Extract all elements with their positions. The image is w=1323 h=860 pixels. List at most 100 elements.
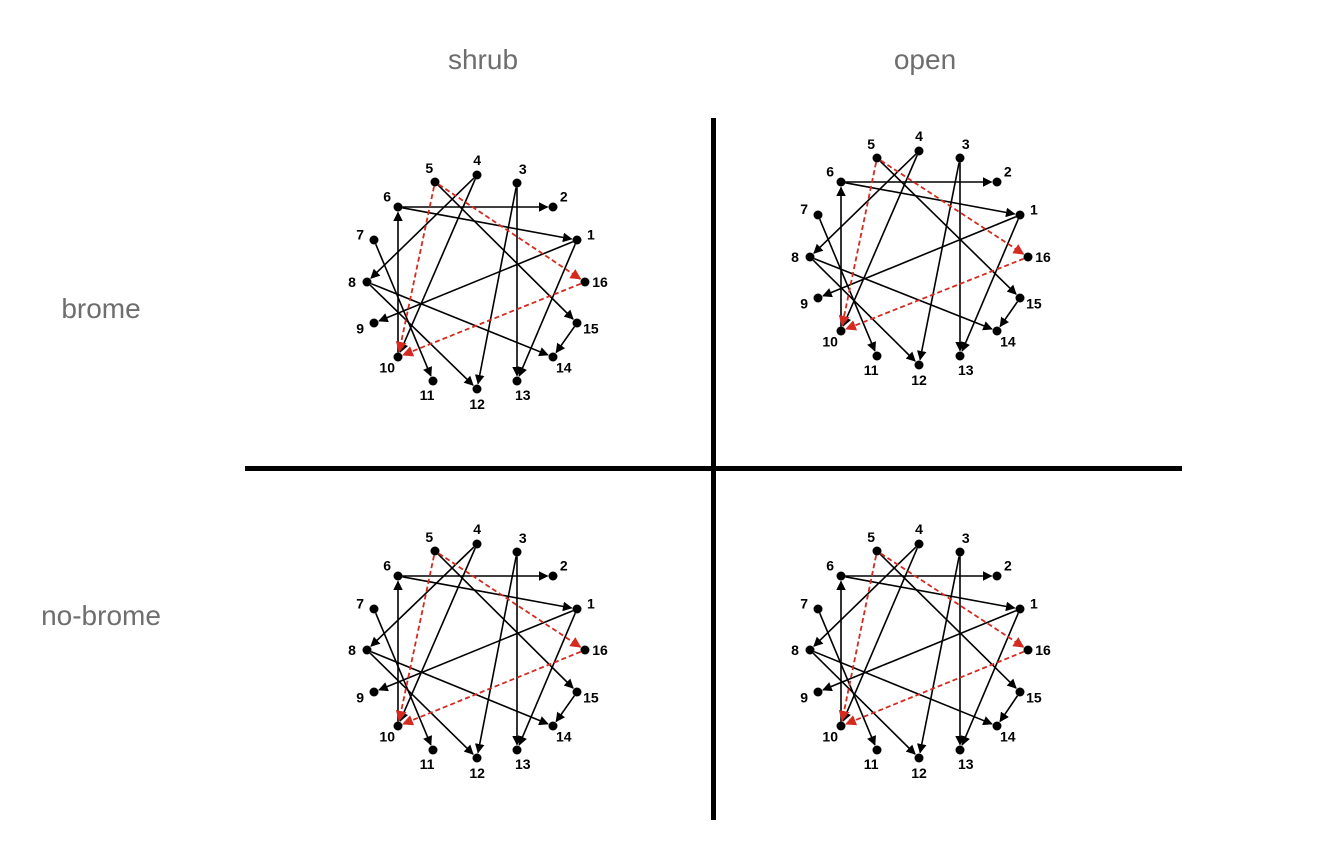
node-label-11: 11 [864, 362, 879, 378]
node-2 [548, 571, 558, 581]
node-label-8: 8 [791, 249, 799, 265]
edge-8-to-14 [813, 257, 993, 331]
node-label-9: 9 [800, 296, 808, 312]
edge-16-to-10-dashed [402, 650, 582, 726]
edge-8-to-12 [812, 259, 916, 362]
node-2 [992, 571, 1002, 581]
node-label-9: 9 [356, 690, 364, 706]
node-16 [1023, 645, 1033, 655]
edge-7-to-11 [818, 612, 876, 746]
node-label-1: 1 [1030, 595, 1038, 611]
edge-5-to-15 [437, 184, 574, 320]
edge-1-to-13 [961, 612, 1019, 746]
node-3 [955, 547, 965, 557]
edge-8-to-14 [813, 650, 993, 726]
node-label-3: 3 [519, 161, 527, 177]
edge-4-to-8 [370, 177, 475, 279]
edge-16-to-10-dashed [402, 282, 582, 357]
node-label-8: 8 [348, 642, 356, 658]
node-label-12: 12 [469, 765, 485, 781]
edge-4-to-10 [842, 547, 918, 722]
node-12 [914, 360, 924, 370]
node-8 [362, 277, 372, 287]
node-label-11: 11 [864, 756, 879, 772]
edge-1-to-9 [378, 240, 574, 323]
node-label-2: 2 [1004, 558, 1012, 574]
node-11 [428, 745, 438, 755]
node-3 [512, 178, 522, 188]
edge-6-to-1 [402, 207, 573, 243]
node-label-15: 15 [1026, 690, 1042, 706]
node-4 [914, 146, 924, 156]
edge-8-to-14 [370, 650, 549, 726]
node-label-9: 9 [800, 690, 808, 706]
node-label-16: 16 [592, 274, 608, 290]
node-3 [512, 547, 522, 557]
node-13 [955, 351, 965, 361]
node-13 [512, 376, 522, 386]
node-14 [548, 721, 558, 731]
column-label-open: open [893, 44, 957, 75]
row-label-no-brome: no-brome [41, 600, 161, 631]
edge-6-to-1 [845, 182, 1016, 218]
node-6 [393, 571, 403, 581]
edge-15-to-14 [555, 695, 576, 723]
node-label-6: 6 [383, 189, 391, 205]
node-label-16: 16 [1035, 642, 1051, 658]
node-label-3: 3 [519, 530, 527, 546]
edge-8-to-14 [370, 282, 549, 357]
node-1 [1015, 604, 1025, 614]
node-label-8: 8 [791, 642, 799, 658]
edge-16-to-10-dashed [845, 257, 1025, 331]
node-4 [914, 539, 924, 549]
edge-4-to-8 [370, 546, 475, 647]
node-label-4: 4 [473, 152, 481, 168]
node-label-1: 1 [1030, 201, 1038, 217]
node-9 [813, 293, 823, 303]
column-label-shrub: shrub [447, 44, 519, 75]
edge-1-to-9 [378, 609, 574, 692]
node-15 [1015, 687, 1025, 697]
edge-8-to-12 [812, 652, 916, 755]
node-label-4: 4 [915, 128, 923, 144]
node-12 [472, 384, 482, 394]
node-12 [914, 753, 924, 763]
node-16 [580, 277, 590, 287]
node-14 [992, 721, 1002, 731]
edge-1-to-9 [822, 609, 1017, 692]
edge-1-to-9 [822, 215, 1017, 298]
node-1 [1015, 210, 1025, 220]
edge-5-to-10-dashed [395, 555, 435, 722]
node-label-14: 14 [1000, 333, 1016, 349]
node-9 [369, 318, 379, 328]
edge-5-to-15 [879, 553, 1017, 689]
node-label-13: 13 [958, 756, 974, 772]
node-1 [572, 235, 582, 245]
node-14 [548, 352, 558, 362]
edge-4-to-10 [842, 154, 918, 327]
node-label-8: 8 [348, 274, 356, 290]
edge-6-to-1 [845, 576, 1016, 612]
node-9 [369, 687, 379, 697]
node-5 [872, 153, 882, 163]
node-10 [836, 721, 846, 731]
node-4 [472, 539, 482, 549]
node-label-4: 4 [473, 521, 481, 537]
edge-3-to-12 [474, 187, 517, 385]
node-label-11: 11 [420, 756, 435, 772]
node-label-5: 5 [425, 160, 433, 176]
node-label-15: 15 [583, 321, 599, 337]
node-label-10: 10 [379, 359, 395, 375]
node-label-6: 6 [383, 558, 391, 574]
edge-15-to-14 [999, 695, 1019, 723]
node-6 [836, 177, 846, 187]
node-label-10: 10 [379, 728, 395, 744]
node-7 [813, 604, 823, 614]
node-label-1: 1 [587, 226, 595, 242]
node-label-14: 14 [556, 359, 572, 375]
node-label-16: 16 [1035, 249, 1051, 265]
node-2 [992, 177, 1002, 187]
node-7 [369, 604, 379, 614]
